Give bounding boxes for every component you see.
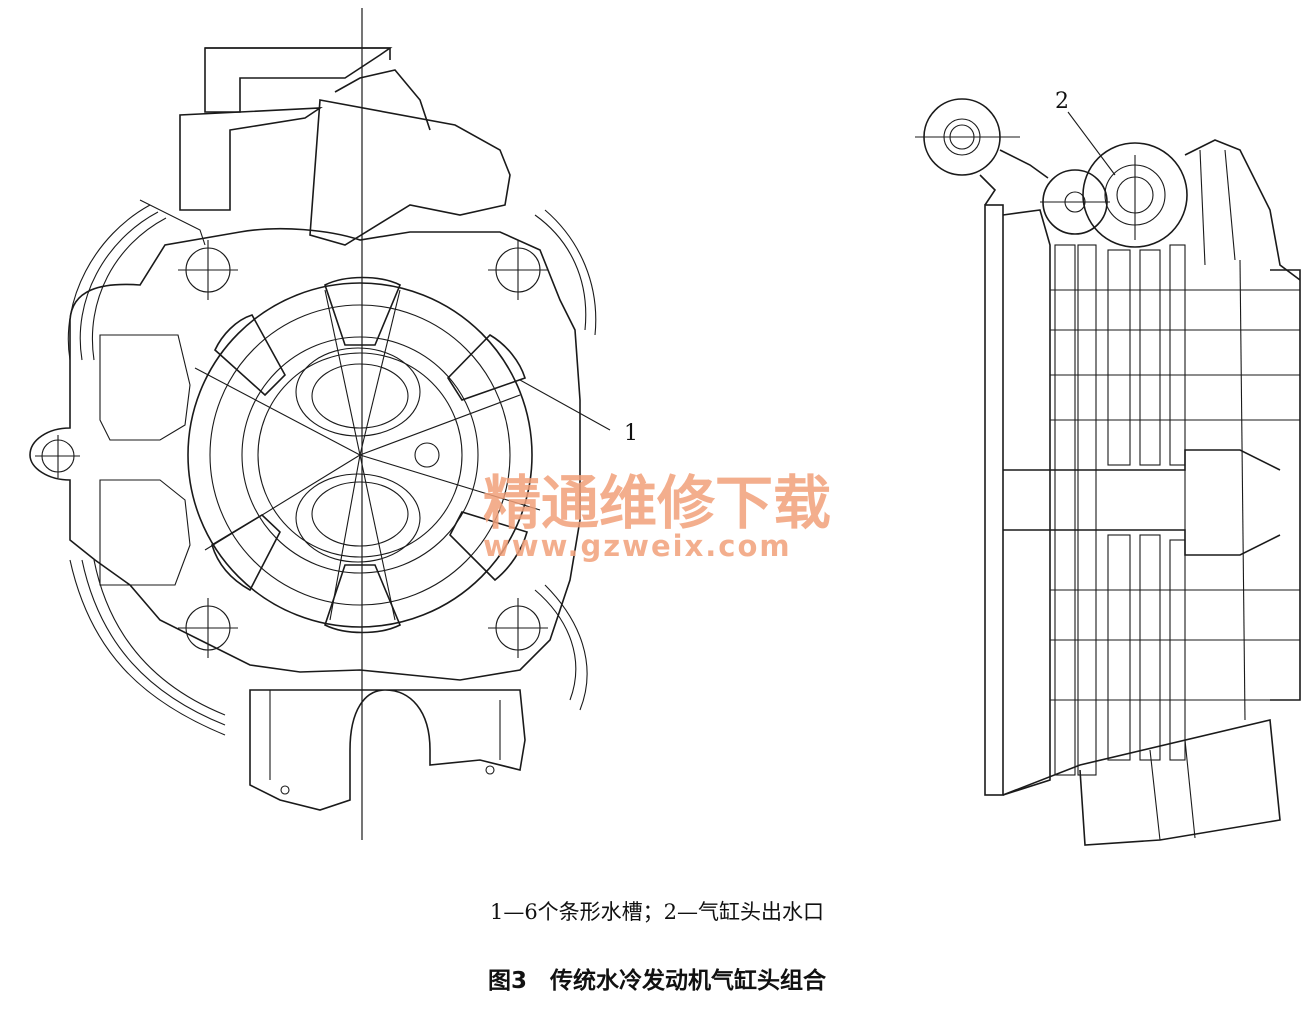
figure-title: 图3 传统水冷发动机气缸头组合: [487, 968, 826, 994]
callout-label-2: 2: [1055, 89, 1069, 114]
callout-label-1: 1: [624, 421, 638, 446]
figure-legend: 1—6个条形水槽；2—气缸头出水口: [489, 900, 825, 924]
cylinder-head-top-view: [29, 8, 611, 840]
watermark-url: www.gzweix.com: [483, 529, 792, 563]
watermark-text: 精通维修下载: [483, 469, 831, 537]
watermark: 精通维修下载 www.gzweix.com: [483, 469, 831, 563]
cylinder-head-side-view: [915, 98, 1301, 846]
cooling-fins: [1050, 244, 1300, 776]
bolt-hole-group: [35, 240, 548, 658]
